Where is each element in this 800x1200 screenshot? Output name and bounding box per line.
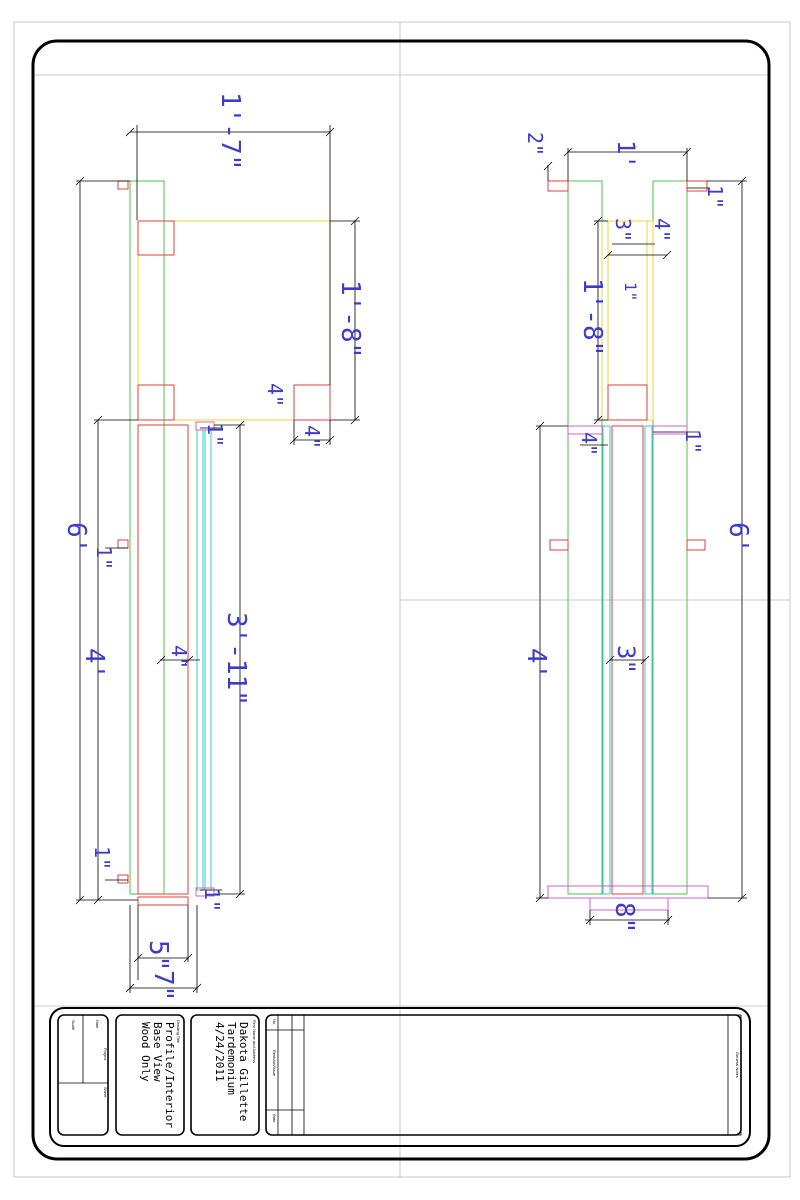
dim-right-base-height: 4' — [521, 648, 551, 679]
dim-right-three-b: 3" — [612, 645, 640, 674]
dim-right-top-two: 2" — [523, 132, 547, 156]
dim-left-one-inch-a: 1" — [203, 423, 227, 447]
dim-right-upper-height: 1'-8" — [577, 278, 607, 356]
right-top-notch-left — [547, 180, 569, 192]
right-rail-top-right — [652, 425, 688, 435]
drawing-border — [31, 39, 771, 1161]
dim-right-one-mid: 1" — [621, 282, 640, 301]
right-upper-box — [601, 220, 654, 421]
left-cyan-strip-b — [204, 429, 212, 891]
firm-box — [190, 1014, 260, 1136]
right-rail-bottom — [547, 885, 709, 899]
left-lower-panel — [137, 424, 189, 895]
dim-left-bottom-seven: 7" — [148, 970, 178, 1001]
firm-line-1: Dakota Gillette — [237, 1022, 250, 1121]
dim-left-base-height: 4' — [79, 648, 109, 679]
drawing-title-line-2: Base View — [151, 1022, 164, 1082]
dim-right-one-b: 1" — [681, 430, 705, 454]
left-mid-notch — [117, 539, 129, 549]
label-revision: Revision/Issue — [272, 1050, 277, 1077]
right-dimension-text: 2" 1' 1" 4" 3" 1'-8" 1" 4" 1" 6' 4' 3" 8… — [521, 132, 753, 933]
title-block-outer — [49, 1007, 751, 1147]
drawing-title-line-1: Profile/Interior — [163, 1022, 176, 1128]
left-magenta-cap-bottom — [195, 887, 215, 897]
right-cyan-strip-b — [644, 425, 653, 895]
dim-left-small-bottom: 4" — [300, 425, 324, 449]
right-rail-top-left — [567, 425, 603, 435]
left-dimension-lines — [75, 125, 360, 993]
left-bottom-notch — [117, 874, 129, 884]
left-block-mid — [137, 384, 175, 421]
dim-right-top-width: 1' — [612, 140, 640, 169]
dim-left-inner-four: 4" — [167, 645, 191, 669]
label-date-col: Date — [272, 1114, 277, 1123]
dim-left-overall-height: 6' — [61, 522, 91, 553]
left-post-outline — [129, 180, 165, 895]
right-mid-notch-left — [549, 539, 569, 551]
dim-left-bottom-width: 5" — [143, 940, 173, 971]
left-view — [117, 180, 331, 906]
dim-right-bottom-eight: 8" — [609, 902, 639, 933]
right-cyan-strip-a — [602, 425, 611, 895]
label-scale: Scale — [71, 1020, 76, 1031]
right-block — [607, 384, 648, 421]
right-leg-right — [652, 180, 688, 895]
left-foot — [137, 896, 189, 906]
label-project: Project — [103, 1048, 108, 1061]
drawing-title-box — [115, 1014, 185, 1136]
dim-left-top-width: 1'-7" — [215, 92, 245, 170]
label-sheet: Sheet — [103, 1087, 108, 1098]
dim-left-small-left: 4" — [263, 383, 287, 407]
firm-line-2: Tardemonium — [225, 1022, 238, 1095]
dim-left-inner-height: 3'-11" — [221, 612, 251, 706]
right-foot — [589, 897, 669, 911]
dim-right-four-a: 4" — [650, 218, 674, 242]
label-drawing-title: Drawing Title — [176, 1020, 181, 1044]
title-block — [49, 1007, 751, 1147]
right-top-notch-right — [686, 180, 708, 192]
left-dimension-text: 1'-7" 1'-8" 4" 4" 6' 4' 1" 1" 1" 1" 4" 3… — [61, 92, 365, 1001]
left-top-notch — [117, 180, 129, 190]
dim-left-upper-height: 1'-8" — [335, 280, 365, 358]
revision-box — [265, 1014, 742, 1136]
label-general-notes: General Notes — [735, 1052, 740, 1078]
dim-left-one-inch-b: 1" — [92, 546, 116, 570]
label-no: No. — [272, 1019, 277, 1025]
drawing-title-line-3: Wood Only — [139, 1022, 152, 1082]
dim-left-one-inch-c: 1" — [90, 846, 114, 870]
label-firm: Firm Name and Address — [252, 1020, 257, 1063]
dim-right-four-b: 4" — [577, 432, 601, 456]
left-block-top — [137, 220, 175, 256]
dim-right-overall-height: 6' — [723, 522, 753, 553]
outer-guide-frame — [13, 21, 791, 1178]
dim-right-three-a: 3" — [611, 218, 635, 242]
dim-right-one-a: 1" — [703, 185, 727, 209]
right-mid-notch-right — [686, 539, 706, 551]
label-date: Date — [95, 1020, 100, 1029]
left-magenta-cap-top — [195, 421, 215, 431]
left-block-right — [293, 384, 331, 421]
sheet-guides — [13, 21, 791, 1178]
title-block-text: Scale Date Project Sheet Drawing Title P… — [71, 1019, 740, 1128]
right-leg-left — [567, 180, 603, 895]
left-upper-box — [137, 220, 331, 421]
right-upper-inner — [607, 220, 648, 421]
firm-line-3: 4/24/2011 — [213, 1022, 226, 1082]
right-dimension-lines — [535, 147, 747, 925]
dim-left-one-inch-d: 1" — [200, 888, 224, 912]
